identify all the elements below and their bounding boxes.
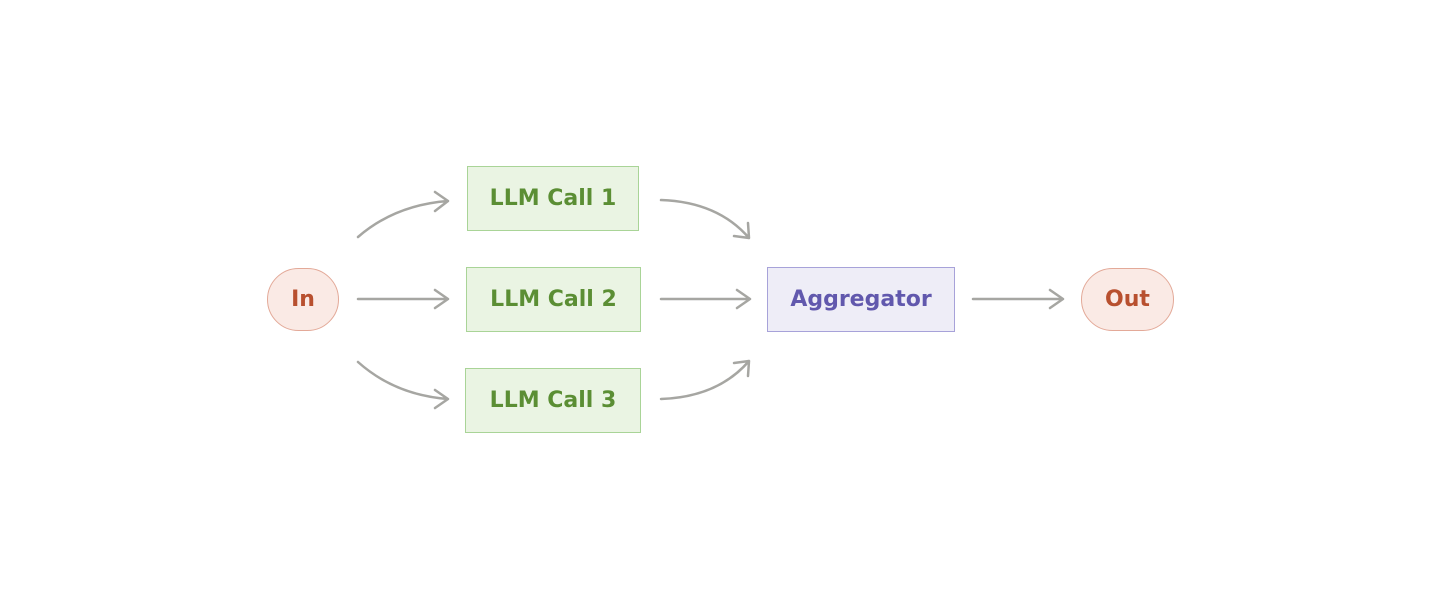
arrow-llm-call-2-to-aggregator bbox=[659, 288, 752, 310]
arrow-aggregator-to-out bbox=[971, 288, 1065, 310]
out-node: Out bbox=[1081, 268, 1174, 331]
in-node: In bbox=[267, 268, 339, 331]
llm-call-2-node: LLM Call 2 bbox=[466, 267, 641, 332]
arrow-llm-call-1-to-aggregator bbox=[659, 198, 751, 240]
arrows bbox=[356, 190, 1065, 410]
llm-call-1-node: LLM Call 1 bbox=[467, 166, 639, 231]
arrow-llm-call-3-to-aggregator bbox=[659, 359, 751, 401]
aggregator-node: Aggregator bbox=[767, 267, 955, 332]
llm-call-3-node: LLM Call 3 bbox=[465, 368, 641, 433]
arrow-in-to-llm-call-3 bbox=[356, 360, 450, 410]
arrow-in-to-llm-call-2 bbox=[356, 288, 450, 310]
arrow-in-to-llm-call-1 bbox=[356, 190, 450, 239]
